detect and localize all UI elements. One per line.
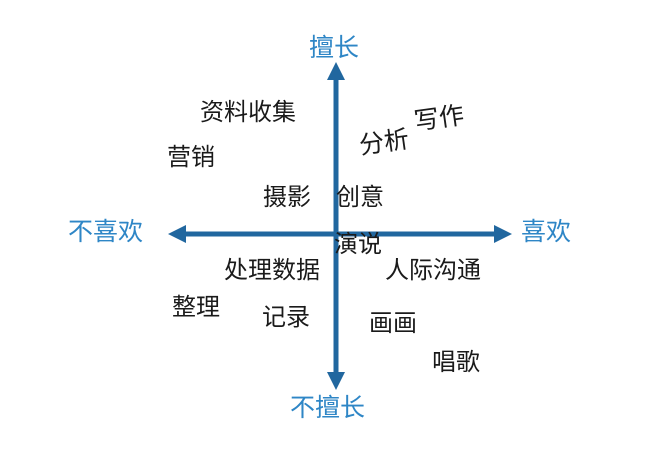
item-chuangyi: 创意 <box>336 183 384 211</box>
axis-label-bottom: 不擅长 <box>290 393 366 422</box>
item-yingxiao: 营销 <box>167 143 215 171</box>
item-jilu: 记录 <box>262 303 310 331</box>
item-huahua: 画画 <box>369 309 417 337</box>
item-chulishuju: 处理数据 <box>224 256 320 284</box>
axis-label-left: 不喜欢 <box>68 217 144 246</box>
item-fenxi: 分析 <box>357 124 411 160</box>
item-renjigoutong: 人际沟通 <box>385 256 481 284</box>
arrow-up-icon <box>327 62 345 80</box>
item-changge: 唱歌 <box>432 348 480 376</box>
axis-label-right: 喜欢 <box>521 217 572 246</box>
arrow-left-icon <box>168 225 186 243</box>
item-sheying: 摄影 <box>263 183 311 211</box>
item-yanshuo: 演说 <box>334 230 382 258</box>
axis-label-top: 擅长 <box>309 33 360 62</box>
item-ziliaoshouji: 资料收集 <box>200 98 296 126</box>
item-zhengli: 整理 <box>172 293 220 321</box>
arrow-down-icon <box>327 372 345 390</box>
arrow-right-icon <box>494 225 512 243</box>
item-xiezuo: 写作 <box>412 100 466 136</box>
